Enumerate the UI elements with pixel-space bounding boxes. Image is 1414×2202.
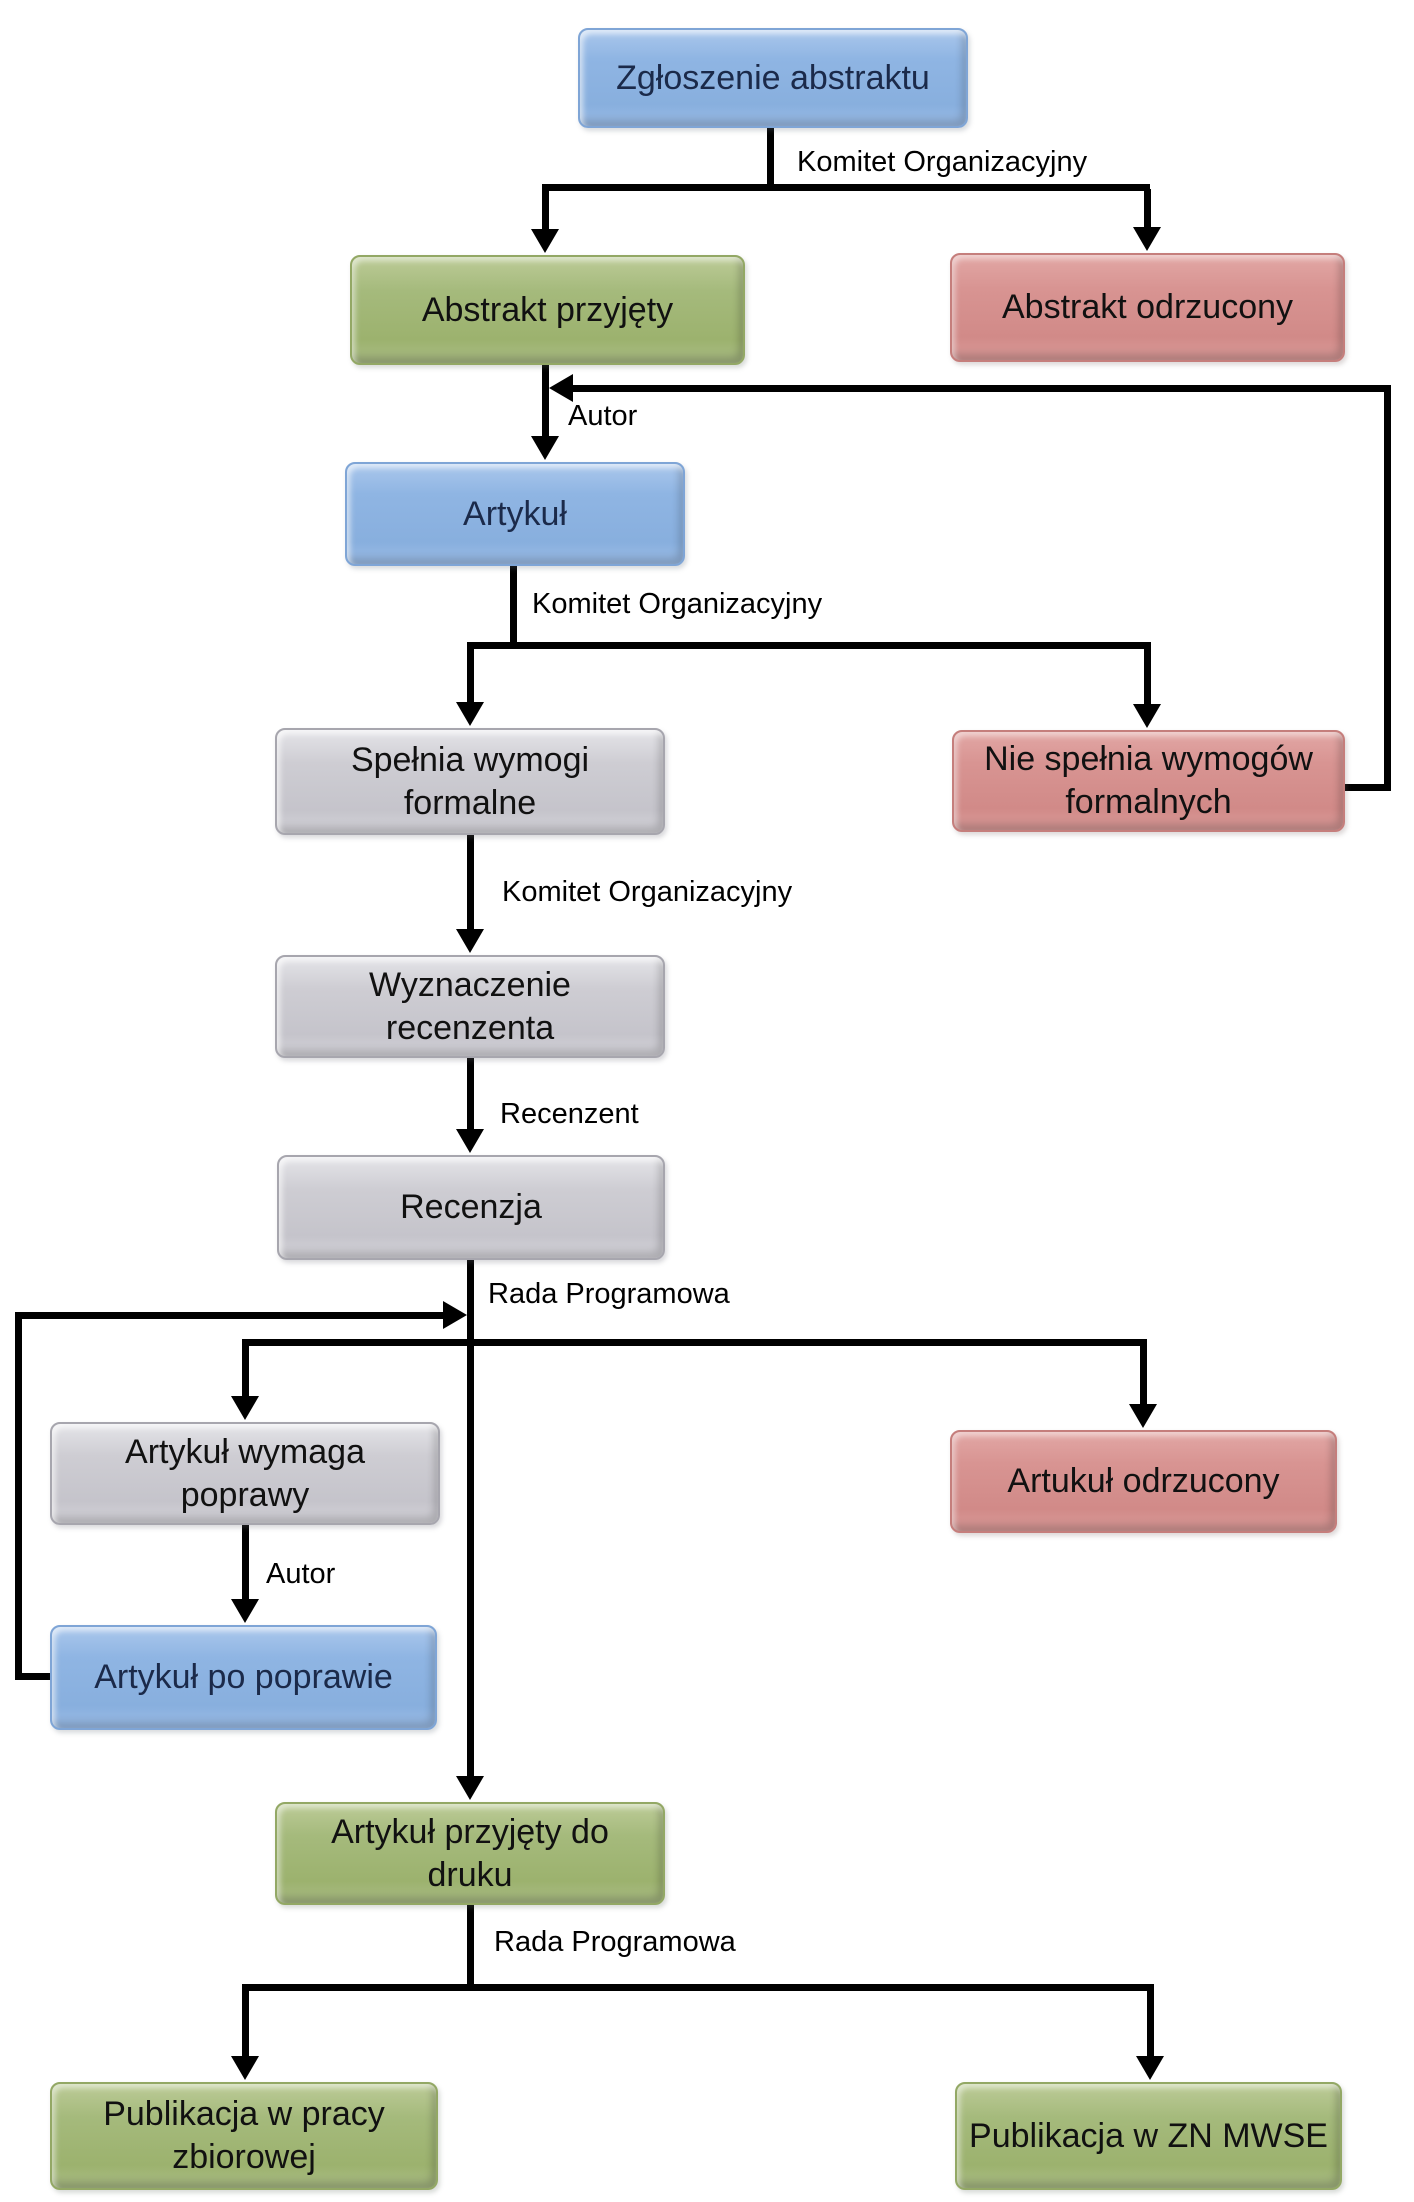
connector-to-artukul-odrzucony (1140, 1344, 1147, 1405)
node-spelnia-wymogi-formalne: Spełnia wymogi formalne (275, 728, 665, 835)
connector-loop1-out (1345, 784, 1391, 791)
connector-loop2-up (15, 1312, 22, 1680)
connector-recenzja-down (467, 1260, 474, 1777)
node-publikacja-w-pracy-zbiorowej: Publikacja w pracy zbiorowej (50, 2082, 438, 2190)
arrowhead-abstrakt-odrzucony (1133, 227, 1161, 251)
node-zgloszenie-abstraktu: Zgłoszenie abstraktu (578, 28, 968, 128)
arrowhead-artukul-odrzucony (1129, 1404, 1157, 1428)
node-abstrakt-odrzucony: Abstrakt odrzucony (950, 253, 1345, 362)
arrowhead-spelnia (456, 702, 484, 726)
edge-label-rada-programowa-1: Rada Programowa (488, 1278, 730, 1310)
node-wyznaczenie-recenzenta: Wyznaczenie recenzenta (275, 955, 665, 1058)
arrowhead-abstrakt-przyjety (531, 229, 559, 253)
arrowhead-artykul (531, 436, 559, 460)
connector-to-artykul-wymaga (242, 1344, 249, 1397)
arrowhead-artykul-wymaga (231, 1396, 259, 1420)
connector-artykul-down (510, 564, 517, 649)
arrowhead-publikacja-zbiorowa (231, 2056, 259, 2080)
node-recenzja: Recenzja (277, 1155, 665, 1260)
node-artykul-wymaga-poprawy: Artykuł wymaga poprawy (50, 1422, 440, 1525)
connector-to-nie-spelnia (1144, 647, 1151, 705)
arrowhead-artykul-po-poprawie (231, 1599, 259, 1623)
connector-przyjety-down (467, 1903, 474, 1989)
connector-top-branch (542, 184, 1150, 191)
connector-wymogi-branch (467, 642, 1151, 649)
arrowhead-wyznaczenie (456, 929, 484, 953)
node-nie-spelnia-wymogow-formalnych: Nie spełnia wymogów formalnych (952, 730, 1345, 832)
connector-to-abstrakt-odrzucony (1144, 189, 1151, 229)
connector-loop2-out (15, 1673, 55, 1680)
connector-autor2-down (242, 1525, 249, 1600)
connector-loop2-back (15, 1312, 443, 1319)
node-abstrakt-przyjety: Abstrakt przyjęty (350, 255, 745, 365)
arrowhead-nie-spelnia (1133, 704, 1161, 728)
edge-label-komitet-organizacyjny-2: Komitet Organizacyjny (532, 588, 823, 620)
arrowhead-publikacja-zn (1136, 2056, 1164, 2080)
arrowhead-recenzja (456, 1129, 484, 1153)
edge-label-autor-1: Autor (568, 400, 638, 432)
connector-to-spelnia (467, 647, 474, 703)
connector-to-publikacja-zbiorowa (242, 1989, 249, 2057)
connector-zgloszenie-down (767, 126, 774, 188)
connector-to-publikacja-zn (1147, 1989, 1154, 2057)
node-artukul-odrzucony: Artukuł odrzucony (950, 1430, 1337, 1533)
node-artykul-po-poprawie: Artykuł po poprawie (50, 1625, 437, 1730)
edge-label-rada-programowa-2: Rada Programowa (494, 1926, 736, 1958)
node-artykul-przyjety-do-druku: Artykuł przyjęty do druku (275, 1802, 665, 1905)
connector-loop1-up (1384, 385, 1391, 788)
arrowhead-artykul-przyjety (456, 1776, 484, 1800)
arrowhead-loop1 (549, 374, 573, 402)
connector-loop1-back (573, 385, 1391, 392)
connector-to-recenzja (467, 1058, 474, 1130)
arrowhead-loop2 (443, 1301, 467, 1329)
edge-label-autor-2: Autor (266, 1558, 336, 1590)
connector-to-abstrakt-przyjety (542, 189, 549, 231)
node-artykul: Artykuł (345, 462, 685, 566)
node-publikacja-w-zn-mwse: Publikacja w ZN MWSE (955, 2082, 1342, 2190)
connector-rada-branch (242, 1339, 1147, 1346)
edge-label-komitet-organizacyjny-1: Komitet Organizacyjny (797, 146, 1088, 178)
connector-autor-down (542, 365, 549, 437)
connector-publikacja-branch (242, 1984, 1154, 1991)
edge-label-komitet-organizacyjny-3: Komitet Organizacyjny (502, 876, 793, 908)
connector-to-wyznaczenie (467, 835, 474, 930)
edge-label-recenzent: Recenzent (500, 1098, 639, 1130)
